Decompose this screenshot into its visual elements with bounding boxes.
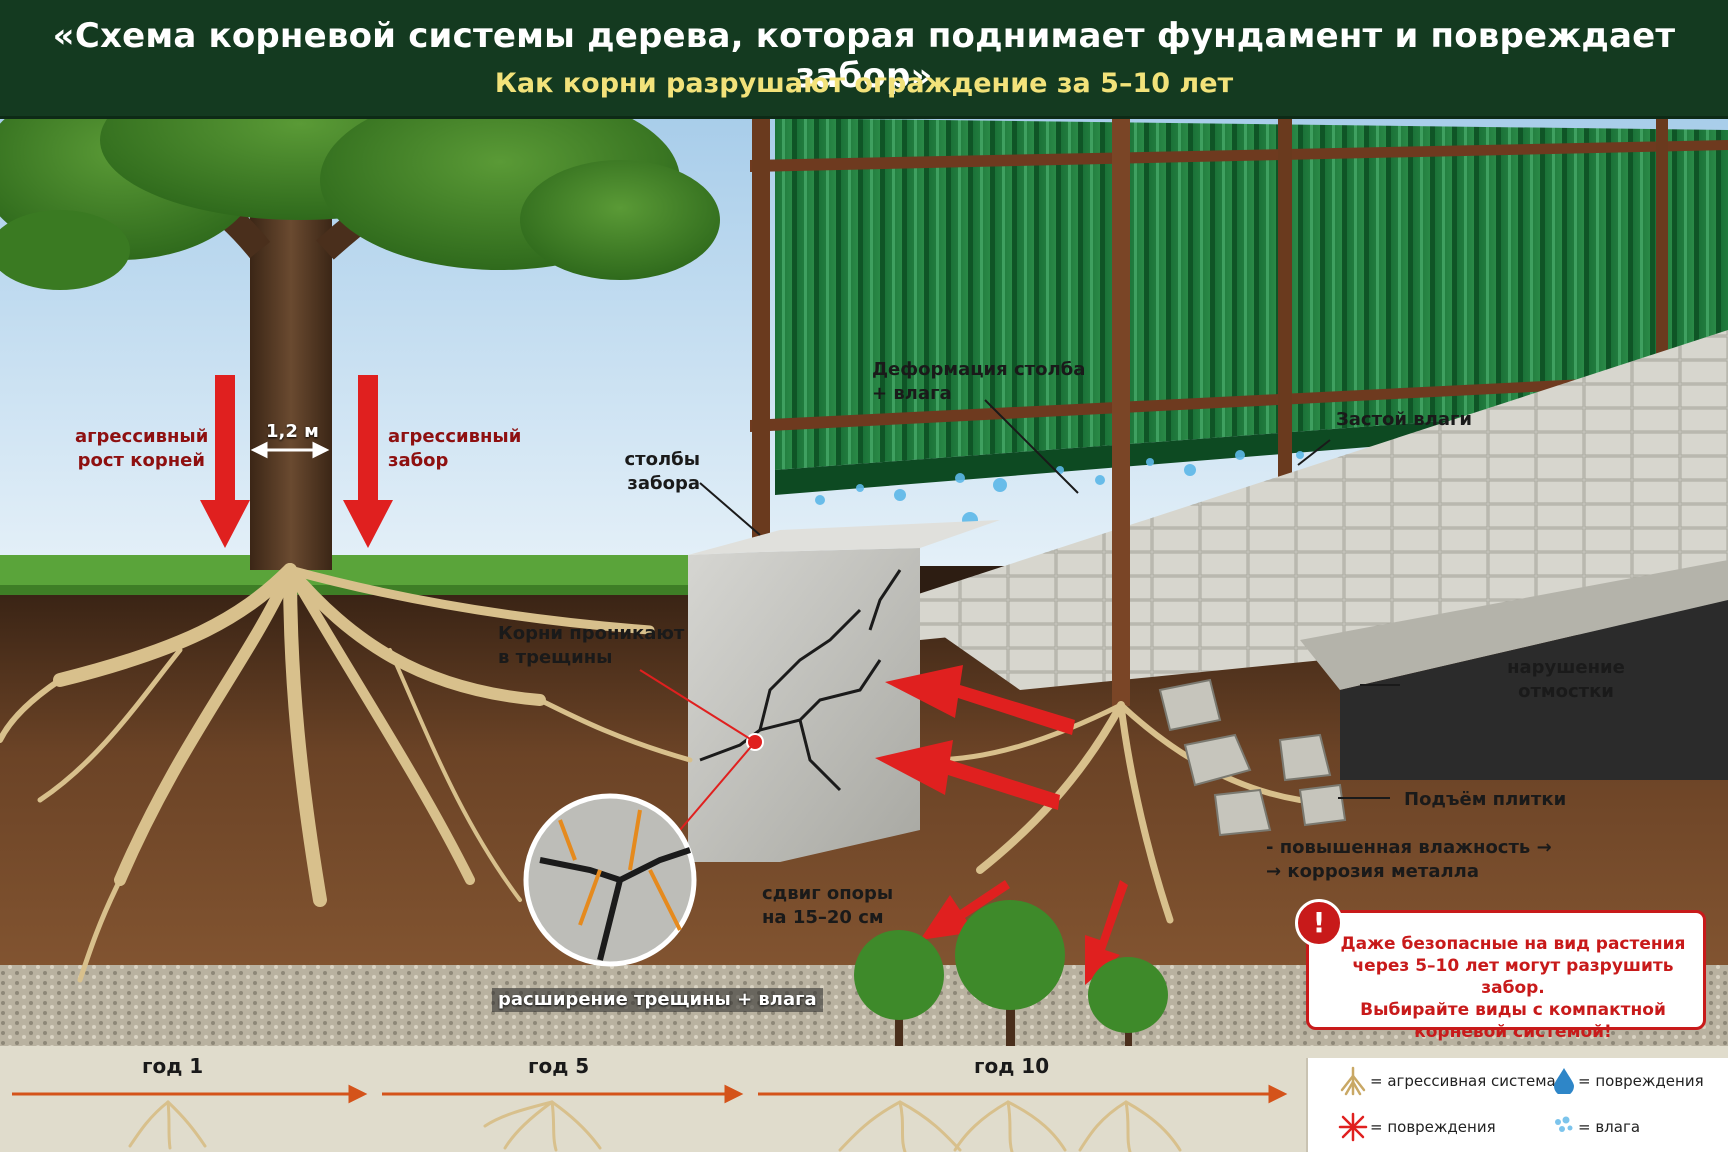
curb: [1300, 560, 1728, 690]
crack-marker-leader: [639, 669, 756, 743]
timeline-arrows: [12, 1084, 1288, 1152]
fence-post-3: [1278, 118, 1292, 478]
tree-roots: [0, 563, 693, 983]
warning-icon: !: [1295, 899, 1343, 947]
crack-zoom-circle: [523, 793, 697, 967]
legend-moisture: = влага: [1578, 1118, 1641, 1136]
concrete-foundation: [688, 548, 920, 862]
roots-penetrate-label: Корни проникают в трещины: [498, 623, 685, 668]
root-legend-icon: [1340, 1066, 1366, 1096]
young-trees: [854, 900, 1168, 1050]
left-arrow-label: агрессивный рост корней: [75, 426, 209, 471]
push-arrows: [200, 375, 1128, 985]
lifted-tiles: [1158, 678, 1347, 837]
page-title: «Схема корневой системы дерева, которая …: [52, 16, 1676, 96]
water-droplets: [815, 450, 1304, 549]
fence-post-4: [1656, 118, 1668, 418]
right-arrow-label: агрессивный забор: [388, 426, 522, 471]
support-shift-label: сдвиг опоры на 15–20 см: [762, 883, 894, 928]
width-measure-label: 1,2 м: [266, 421, 319, 442]
water-stagnation-label: Застой влаги: [1336, 409, 1473, 430]
fence-rail-bottom: [750, 372, 1728, 432]
label-leaders: [699, 399, 1400, 799]
tile-lift-label: Подъём плитки: [1404, 789, 1567, 810]
asphalt: [1340, 600, 1728, 780]
fence-posts-label: столбы забора: [624, 449, 701, 494]
paving-path-far: [900, 330, 1728, 640]
humidity-corrosion-label: - повышенная влажность → → коррозия мета…: [1266, 837, 1552, 882]
warning-box: ! Даже безопасные на вид растения через …: [1295, 899, 1706, 1042]
legend-damage-burst: = повреждения: [1370, 1118, 1496, 1136]
post-deformation-label: Деформация столба + влага: [872, 359, 1086, 404]
fence-rail-top: [750, 140, 1728, 172]
tree-trunk: [250, 170, 332, 570]
zoom-leader: [679, 741, 756, 831]
fence-panel: [775, 118, 1728, 470]
timeline-stage-1: год 1: [142, 1054, 204, 1078]
blind-area-label: нарушение отмостки: [1507, 657, 1625, 702]
rusty-pole: [1112, 116, 1130, 706]
water-drop-icon: [1554, 1068, 1574, 1094]
moisture-icon: [1555, 1116, 1573, 1132]
damage-burst-icon: [1338, 1112, 1368, 1142]
legend-damage-drop: = повреждения: [1578, 1072, 1704, 1090]
timeline-stage-2: год 5: [528, 1054, 590, 1078]
crack-expansion-label: расширение трещины + влага: [492, 988, 823, 1012]
timeline-stage-3: год 10: [974, 1054, 1050, 1078]
foundation-top: [688, 520, 1000, 555]
foundation-cracks: [699, 569, 902, 792]
warning-text: Даже безопасные на вид растения через 5–…: [1340, 934, 1686, 1042]
grass-edge: [0, 585, 690, 595]
header-banner: «Схема корневой системы дерева, которая …: [0, 0, 1728, 119]
legend: = агрессивная система = повреждения = по…: [1306, 1058, 1728, 1152]
fence-post-1: [752, 118, 770, 550]
page-subtitle: Как корни разрушают ограждение за 5–10 л…: [494, 68, 1234, 99]
width-measure: [250, 441, 330, 459]
legend-aggressive-system: = агрессивная система: [1370, 1072, 1556, 1090]
